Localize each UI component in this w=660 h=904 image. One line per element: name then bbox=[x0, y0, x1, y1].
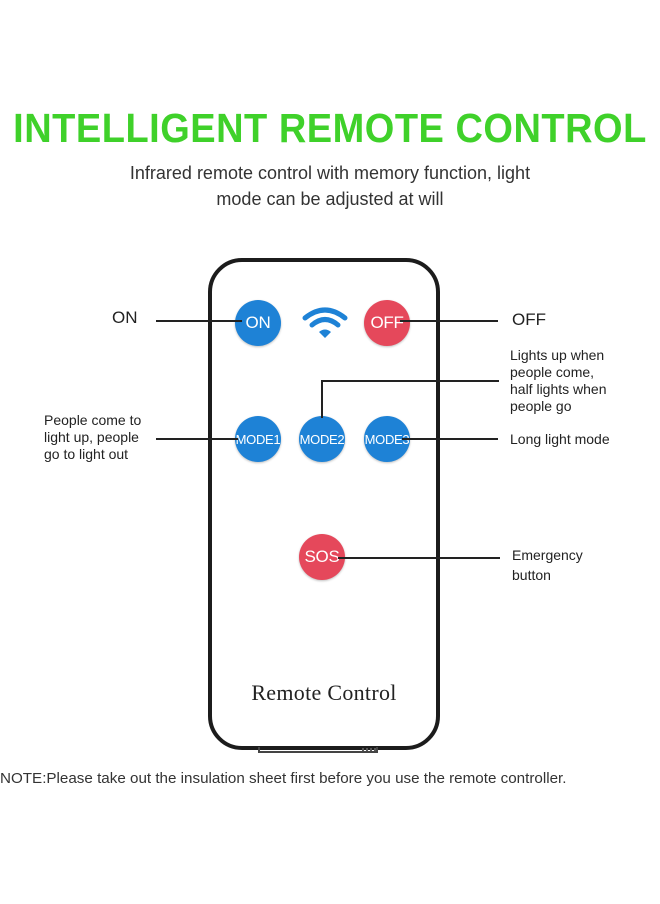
on-callout-line bbox=[156, 320, 242, 322]
subtitle-line: Infrared remote control with memory func… bbox=[129, 163, 531, 183]
on-button[interactable]: ON bbox=[235, 300, 281, 346]
mode1-callout-line-text: light up, people bbox=[44, 429, 139, 445]
sos-callout-line-text: Emergency bbox=[512, 547, 583, 563]
mode3-button[interactable]: MODE3 bbox=[364, 416, 410, 462]
insulation-note: NOTE:Please take out the insulation shee… bbox=[0, 770, 567, 787]
on-callout-label: ON bbox=[112, 308, 138, 327]
wifi-signal-icon bbox=[302, 307, 348, 338]
subtitle: Infrared remote control with memory func… bbox=[0, 160, 660, 212]
mode2-callout-line-text: people come, bbox=[510, 364, 595, 380]
battery-tab-grip bbox=[362, 748, 376, 751]
mode1-button[interactable]: MODE1 bbox=[235, 416, 281, 462]
mode2-callout-label: Lights up when people come, half lights … bbox=[510, 347, 607, 415]
mode2-callout-horizontal bbox=[321, 380, 499, 382]
sos-callout-label: Emergency button bbox=[512, 545, 583, 585]
mode2-callout-line-text: half lights when bbox=[510, 381, 607, 397]
off-callout-line bbox=[400, 320, 498, 322]
mode3-callout-label: Long light mode bbox=[510, 431, 610, 447]
mode2-callout-vertical bbox=[321, 380, 323, 418]
off-button[interactable]: OFF bbox=[364, 300, 410, 346]
remote-brand-label: Remote Control bbox=[251, 680, 397, 705]
mode2-callout-line-text: Lights up when bbox=[510, 347, 605, 363]
page-title: INTELLIGENT REMOTE CONTROL bbox=[13, 106, 647, 152]
sos-callout-line-text: button bbox=[512, 567, 551, 583]
mode1-callout-label: People come to light up, people go to li… bbox=[44, 412, 141, 463]
mode1-callout-line-text: People come to bbox=[44, 412, 142, 428]
battery-tab bbox=[258, 747, 378, 753]
sos-callout-line bbox=[338, 557, 500, 559]
mode1-callout-line bbox=[156, 438, 238, 440]
mode1-callout-line-text: go to light out bbox=[44, 446, 129, 462]
mode2-callout-line-text: people go bbox=[510, 398, 572, 414]
off-callout-label: OFF bbox=[512, 310, 546, 329]
mode3-callout-line bbox=[402, 438, 498, 440]
subtitle-line: mode can be adjusted at will bbox=[216, 189, 444, 209]
sos-button[interactable]: SOS bbox=[299, 534, 345, 580]
mode2-button[interactable]: MODE2 bbox=[299, 416, 345, 462]
